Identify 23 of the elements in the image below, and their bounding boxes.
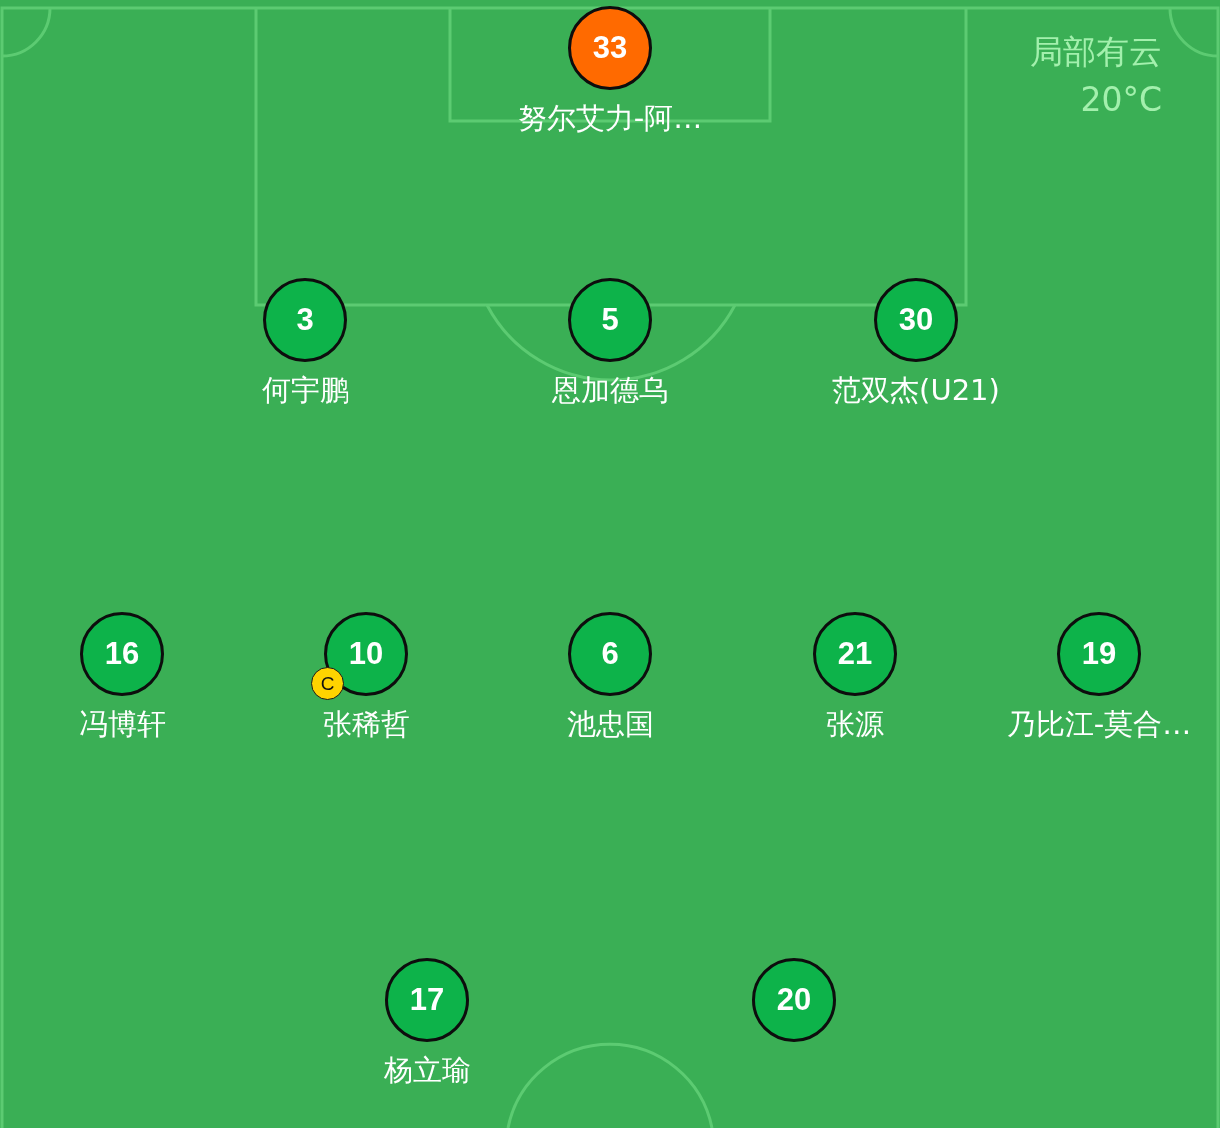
player-number-marker: 3: [263, 278, 347, 362]
player-name: 冯博轩: [78, 706, 166, 742]
player-name: 何宇鹏: [261, 372, 349, 408]
player-number-marker: 19: [1057, 612, 1141, 696]
player-number-marker: 20: [752, 958, 836, 1042]
player-name: 张稀哲: [322, 706, 410, 742]
player-name: 张源: [826, 706, 884, 742]
player-name: 恩加德乌: [552, 372, 668, 408]
player-name: 乃比江-莫合…: [1006, 706, 1192, 742]
player-number-marker: 17: [385, 958, 469, 1042]
captain-badge: C: [311, 667, 344, 700]
player-name: 范双杰(U21): [832, 372, 1000, 408]
player-number-marker: 6: [568, 612, 652, 696]
temperature-text: 20°C: [1080, 80, 1162, 120]
player-name: 杨立瑜: [383, 1052, 471, 1088]
player-number-marker: 5: [568, 278, 652, 362]
player-number-marker: 16: [80, 612, 164, 696]
player-number-marker: 21: [813, 612, 897, 696]
player-name: 努尔艾力-阿…: [517, 100, 703, 136]
weather-text: 局部有云: [1030, 32, 1162, 72]
player-number-marker: 33: [568, 6, 652, 90]
player-name: 池忠国: [566, 706, 654, 742]
player-number-marker: 30: [874, 278, 958, 362]
